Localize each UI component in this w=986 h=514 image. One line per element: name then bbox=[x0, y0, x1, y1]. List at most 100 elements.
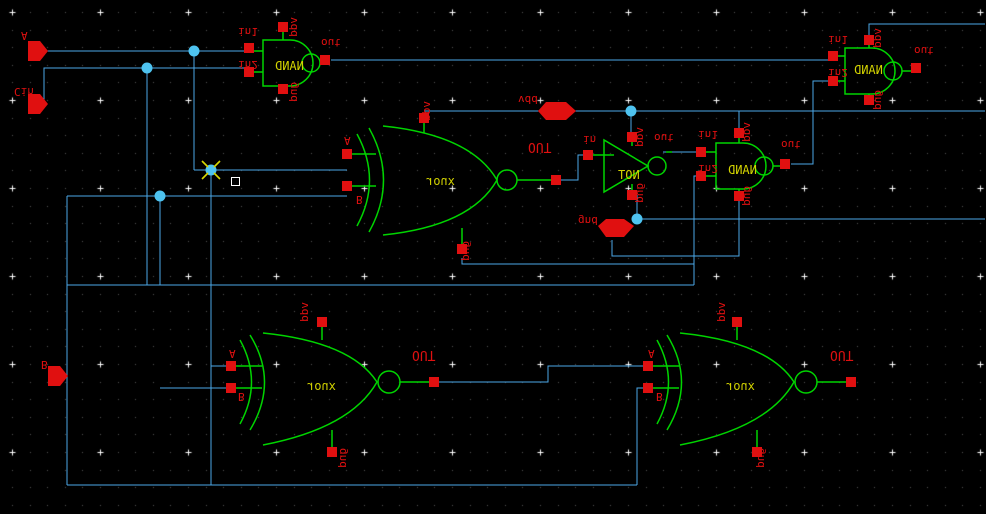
pin-label-b: B bbox=[41, 358, 48, 371]
pin-square[interactable] bbox=[643, 361, 653, 371]
pin-square[interactable] bbox=[226, 361, 236, 371]
gate-name-label: xnor bbox=[426, 174, 455, 188]
wire-xnor2-out-to-xnor3-a[interactable] bbox=[434, 365, 648, 383]
pin-label-in: in bbox=[583, 133, 597, 146]
supply-vdd-shape[interactable] bbox=[538, 102, 576, 120]
pin-square[interactable] bbox=[627, 190, 637, 200]
wire-cin-riser[interactable] bbox=[43, 67, 249, 103]
gate-name-label: xnor bbox=[726, 379, 755, 393]
pin-label-in1: in1 bbox=[238, 25, 258, 38]
pin-label-in2: in2 bbox=[828, 66, 848, 79]
wire-junction[interactable] bbox=[188, 45, 200, 57]
pin-square[interactable] bbox=[696, 171, 706, 181]
supply-layer[interactable] bbox=[538, 102, 634, 237]
pin-square[interactable] bbox=[244, 43, 254, 53]
pin-square[interactable] bbox=[429, 377, 439, 387]
gate-name-label: NAND bbox=[854, 63, 883, 77]
pin-label-vdd: vdd bbox=[518, 93, 538, 106]
pin-label-gnd: gnd bbox=[459, 241, 472, 261]
pin-label-in1: in1 bbox=[698, 128, 718, 141]
pin-square[interactable] bbox=[846, 377, 856, 387]
pin-label-gnd: gnd bbox=[287, 82, 300, 102]
wire-nand2-in2-riser[interactable] bbox=[693, 175, 701, 285]
pin-label-in2: in2 bbox=[698, 162, 718, 175]
pin-label-in1: in1 bbox=[828, 33, 848, 46]
pin-square[interactable] bbox=[244, 67, 254, 77]
pin-label-vdd: vdd bbox=[287, 17, 300, 37]
port-a-shape[interactable] bbox=[28, 41, 48, 61]
pin-layer[interactable] bbox=[226, 22, 921, 457]
pin-square[interactable] bbox=[732, 317, 742, 327]
pin-square[interactable] bbox=[864, 35, 874, 45]
gate-name-label: NAND bbox=[275, 59, 304, 73]
pin-label-gnd: gnd bbox=[871, 90, 884, 110]
gate-name-label: NAND bbox=[728, 163, 757, 177]
pin-square[interactable] bbox=[627, 132, 637, 142]
pin-square[interactable] bbox=[278, 22, 288, 32]
pin-label-a: A bbox=[648, 347, 655, 360]
pin-square[interactable] bbox=[780, 159, 790, 169]
pin-label-out: out bbox=[914, 44, 934, 57]
pin-label-b: B bbox=[656, 390, 663, 403]
gate-name-label: NOT bbox=[618, 168, 640, 182]
pin-square[interactable] bbox=[419, 113, 429, 123]
pin-square[interactable] bbox=[317, 317, 327, 327]
pin-label-vdd: vdd bbox=[740, 122, 753, 142]
wire-junction[interactable] bbox=[205, 164, 217, 176]
pin-label-b: B bbox=[238, 390, 245, 403]
wire-junction[interactable] bbox=[631, 213, 643, 225]
pin-square[interactable] bbox=[911, 63, 921, 73]
port-b-shape[interactable] bbox=[48, 366, 68, 386]
wire-layer[interactable] bbox=[43, 23, 985, 486]
pin-square[interactable] bbox=[696, 147, 706, 157]
pin-square[interactable] bbox=[226, 383, 236, 393]
pin-label-a: A bbox=[21, 29, 28, 42]
pin-label-out: OUT bbox=[528, 139, 552, 154]
pin-square[interactable] bbox=[643, 383, 653, 393]
pin-label-vdd: vdd bbox=[871, 28, 884, 48]
wire-xnor1-gnd-run[interactable] bbox=[461, 258, 694, 265]
wire-gnd-sym-run[interactable] bbox=[611, 196, 740, 257]
pin-square[interactable] bbox=[457, 244, 467, 254]
selection-highlight-icon bbox=[201, 160, 221, 180]
junction-layer[interactable] bbox=[141, 45, 643, 225]
edit-cursor[interactable] bbox=[231, 177, 240, 186]
pin-square[interactable] bbox=[342, 181, 352, 191]
pin-label-cin: Cin bbox=[14, 85, 34, 98]
pin-label-vdd: vdd bbox=[298, 302, 311, 322]
port-layer[interactable] bbox=[28, 41, 68, 386]
pin-label-gnd: gnd bbox=[740, 186, 753, 206]
supply-gnd-shape[interactable] bbox=[598, 219, 634, 237]
pin-square[interactable] bbox=[828, 76, 838, 86]
pin-square[interactable] bbox=[828, 51, 838, 61]
wire-junction[interactable] bbox=[625, 105, 637, 117]
wire-junction[interactable] bbox=[141, 62, 153, 74]
pin-square[interactable] bbox=[327, 447, 337, 457]
pin-square[interactable] bbox=[320, 55, 330, 65]
pin-square[interactable] bbox=[734, 128, 744, 138]
pin-label-out: out bbox=[654, 131, 674, 144]
device-not-1[interactable] bbox=[588, 137, 672, 195]
pin-square[interactable] bbox=[734, 191, 744, 201]
pin-label-out: out bbox=[781, 138, 801, 151]
wire-junction[interactable] bbox=[154, 190, 166, 202]
pin-square[interactable] bbox=[583, 150, 593, 160]
wire-nand2-out-to-nand3-in2[interactable] bbox=[791, 80, 833, 165]
wire-to-xnor3-b[interactable] bbox=[636, 387, 648, 485]
pin-square[interactable] bbox=[342, 149, 352, 159]
device-xnor-2[interactable] bbox=[231, 322, 434, 452]
pin-label-vdd: vdd bbox=[715, 302, 728, 322]
pin-label-gnd: gnd bbox=[336, 448, 349, 468]
wire-vdd-to-nand3[interactable] bbox=[868, 23, 985, 40]
device-xnor-3[interactable] bbox=[648, 322, 851, 452]
pin-square[interactable] bbox=[752, 447, 762, 457]
port-cin-shape[interactable] bbox=[28, 94, 48, 114]
pin-label-out: OUT bbox=[830, 347, 854, 362]
pin-square[interactable] bbox=[864, 95, 874, 105]
pin-square[interactable] bbox=[278, 84, 288, 94]
pin-label-out: out bbox=[321, 36, 341, 49]
pin-label-gnd: gnd bbox=[754, 448, 767, 468]
pin-square[interactable] bbox=[551, 175, 561, 185]
